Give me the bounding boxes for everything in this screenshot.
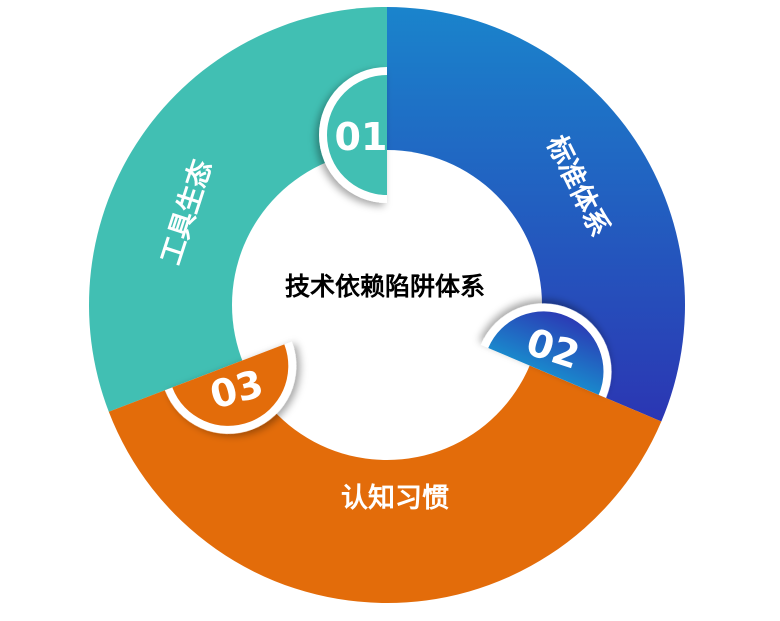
center-title: 技术依赖陷阱体系: [285, 272, 485, 301]
badge-02: [480, 303, 612, 398]
badge-01: [319, 67, 387, 203]
badge-number-01: 01: [335, 115, 388, 159]
center-circle: [232, 150, 542, 460]
segment-label-cognition: 认知习惯: [341, 483, 449, 514]
badge-03: [164, 341, 297, 434]
